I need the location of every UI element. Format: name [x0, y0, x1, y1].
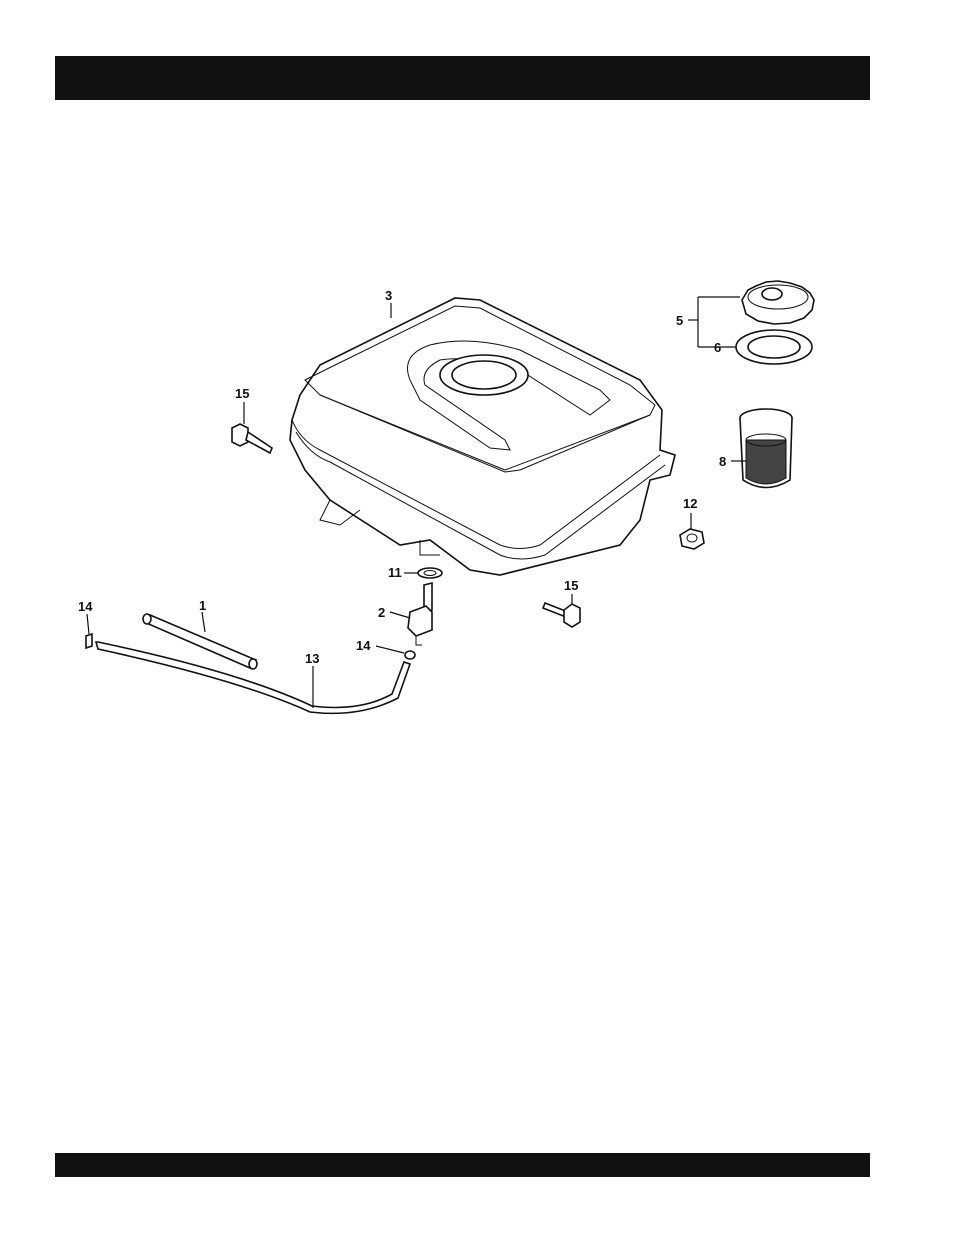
callout-8: 8	[719, 454, 726, 469]
callout-1: 1	[199, 598, 206, 613]
callout-12: 12	[683, 496, 697, 511]
hose-clip-left	[86, 634, 92, 648]
callout-14-right: 14	[356, 638, 371, 653]
callout-15-upper: 15	[235, 386, 249, 401]
nut	[680, 529, 704, 549]
fuel-valve	[408, 583, 432, 645]
fuel-valve-seal	[418, 568, 442, 578]
hose-clip-right	[405, 651, 415, 659]
fuel-tank	[290, 298, 675, 575]
callout-3: 3	[385, 288, 392, 303]
flange-bolt-upper	[232, 424, 272, 453]
footer-bar	[55, 1153, 870, 1177]
fuel-strainer	[740, 409, 792, 488]
cap-gasket	[736, 330, 812, 364]
callout-14-left: 14	[78, 599, 93, 614]
callout-6: 6	[714, 340, 721, 355]
callout-5: 5	[676, 313, 683, 328]
callout-15-lower: 15	[564, 578, 578, 593]
flange-bolt-lower	[543, 603, 580, 627]
fuel-cap	[742, 281, 814, 324]
callout-11: 11	[388, 565, 402, 580]
callout-2: 2	[378, 605, 385, 620]
callout-13: 13	[305, 651, 319, 666]
